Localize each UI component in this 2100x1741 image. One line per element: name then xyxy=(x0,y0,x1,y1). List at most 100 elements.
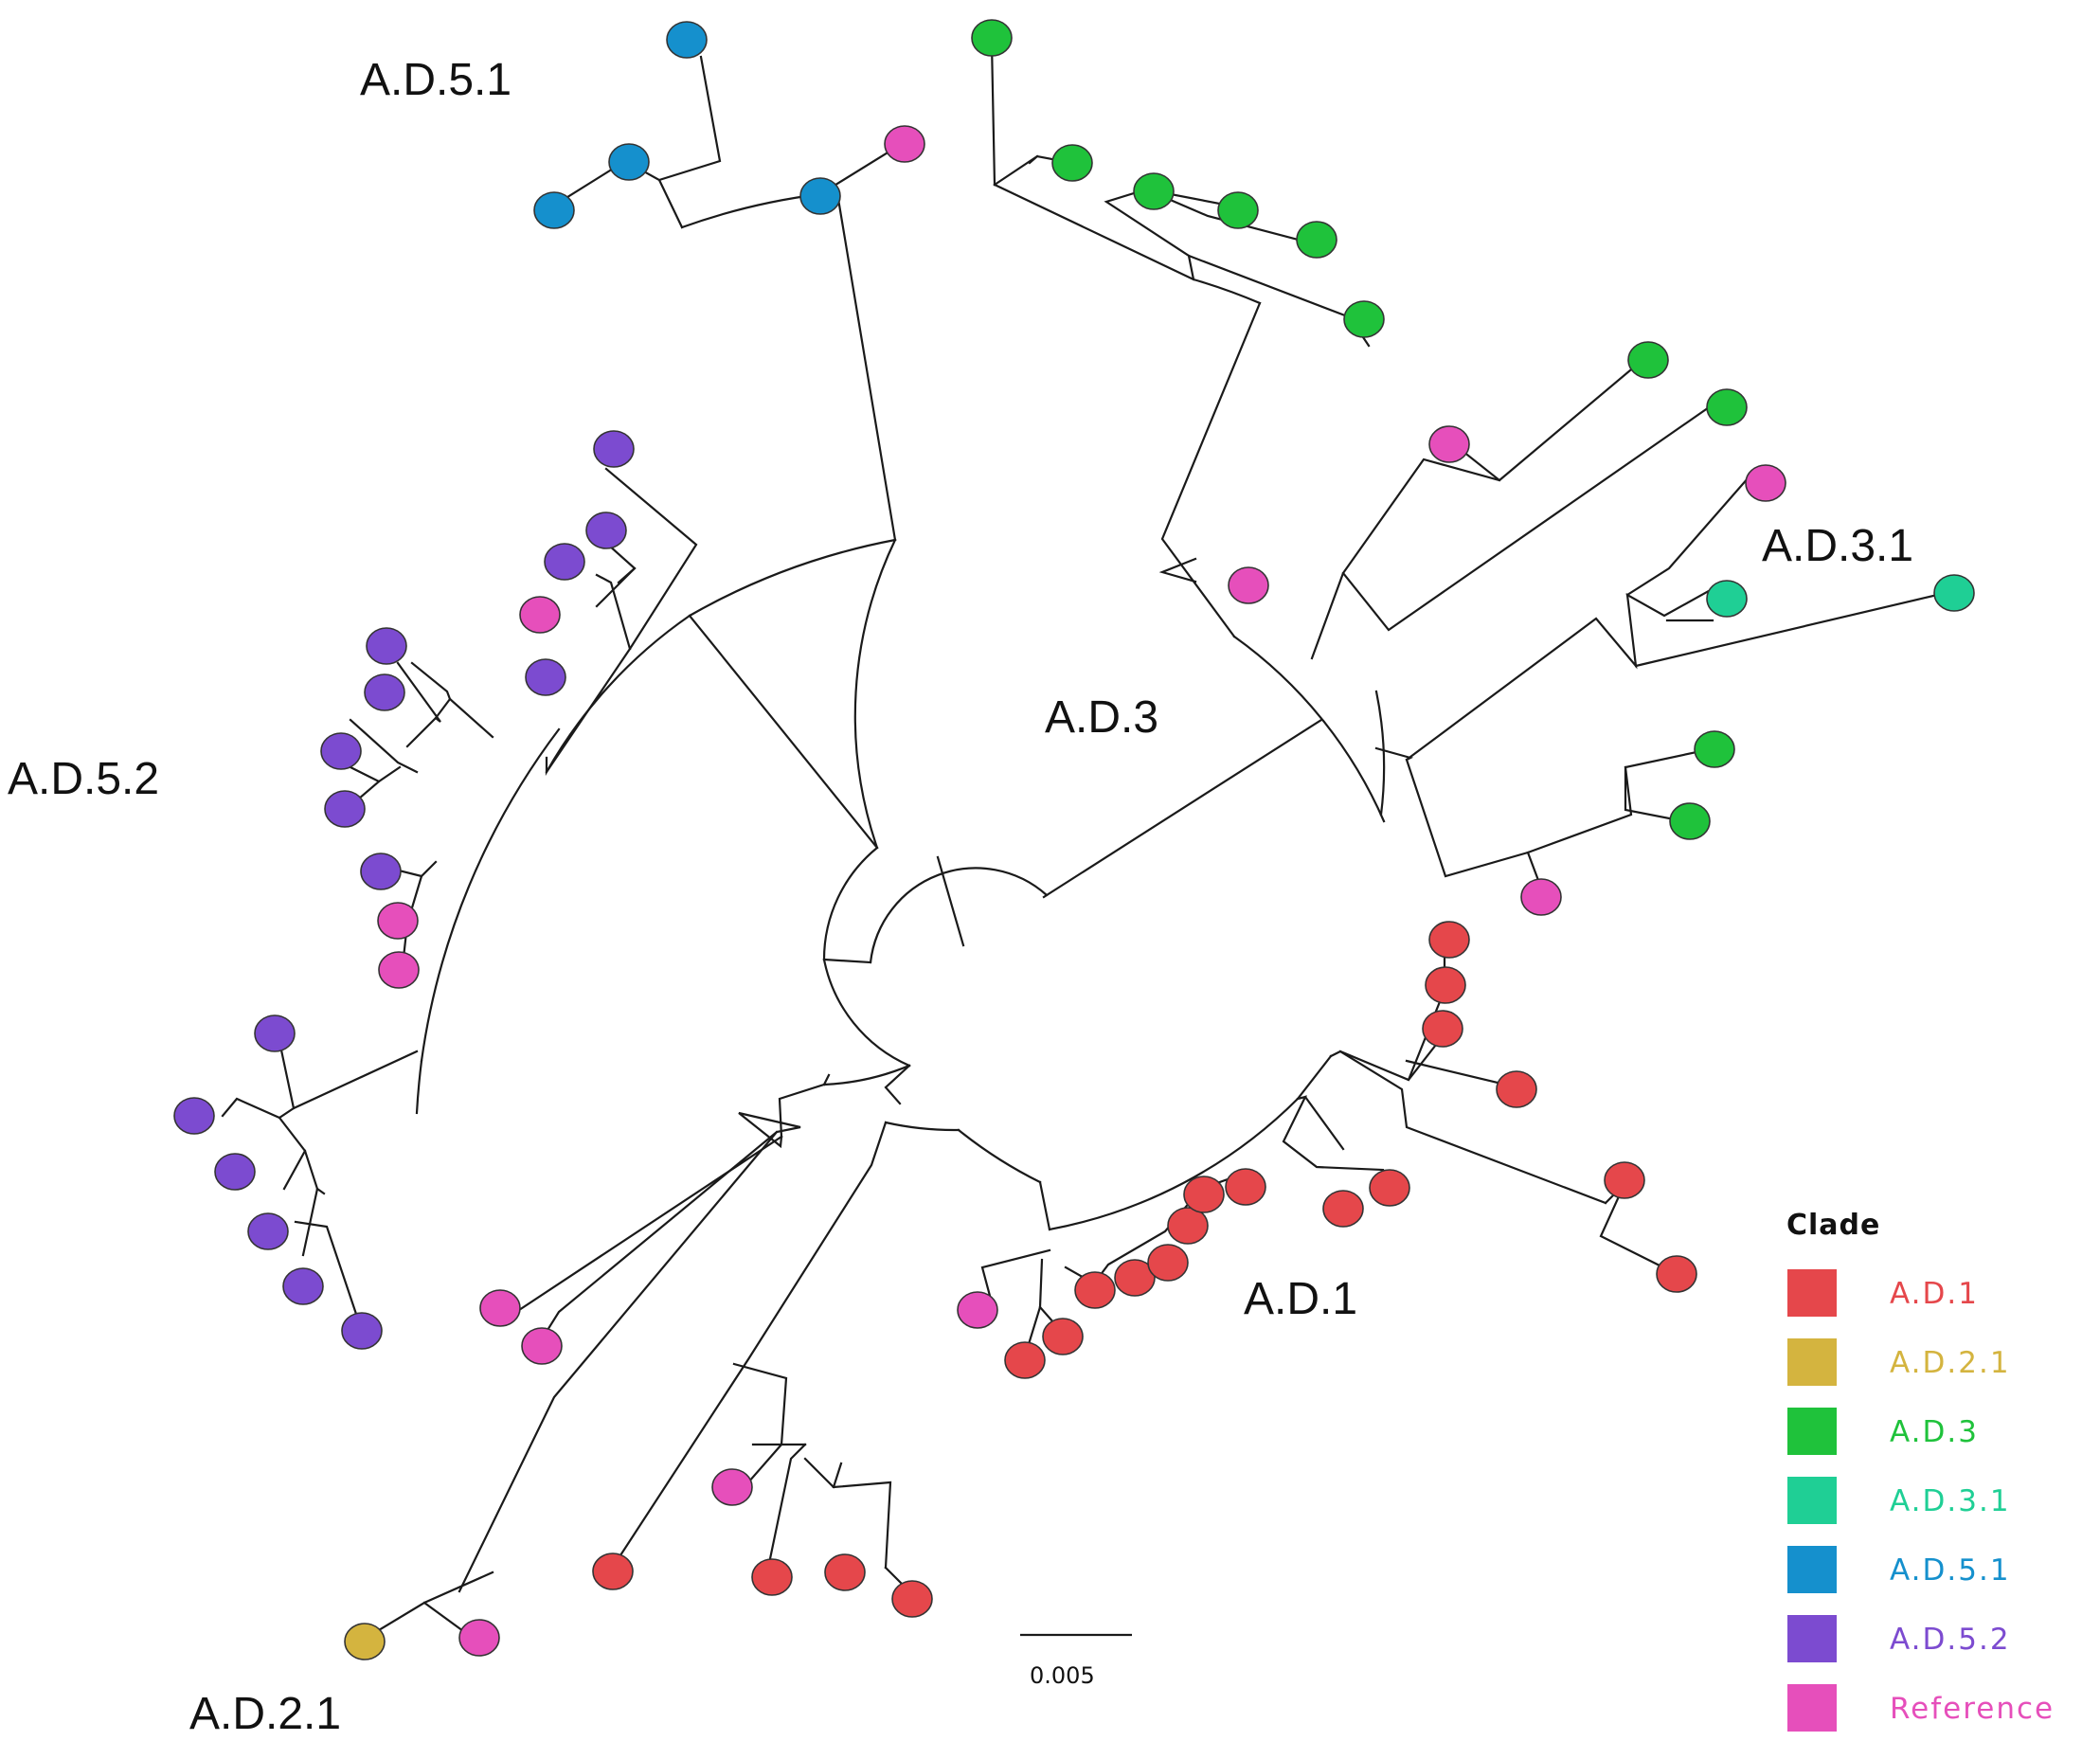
branch xyxy=(595,573,632,651)
leaf-node-a-d-1 xyxy=(891,1580,933,1618)
branch xyxy=(869,867,1049,964)
leaf-node-a-d-3 xyxy=(1694,730,1735,768)
leaf-node-reference xyxy=(1520,878,1562,916)
leaf-node-a-d-1 xyxy=(1225,1168,1266,1206)
legend: Clade A.D.1A.D.2.1A.D.3A.D.3.1A.D.5.1A.D… xyxy=(1786,1209,2055,1732)
leaf-node-a-d-1 xyxy=(1369,1169,1410,1207)
branch xyxy=(778,1064,911,1139)
branch xyxy=(657,55,722,229)
branch xyxy=(732,1362,788,1484)
branch xyxy=(278,1116,307,1191)
branch xyxy=(1282,1095,1385,1172)
leaf-node-reference xyxy=(1745,464,1786,502)
branch xyxy=(1045,718,1323,897)
branch xyxy=(315,1187,326,1195)
leaf-node-reference xyxy=(957,1291,998,1329)
leaf-node-reference xyxy=(1228,566,1269,604)
leaf-node-a-d-5-2 xyxy=(173,1097,215,1135)
leaf-node-a-d-3 xyxy=(1343,300,1385,338)
branch xyxy=(221,1097,296,1120)
branch xyxy=(1048,1054,1333,1231)
branch xyxy=(1310,353,1650,660)
leaf-node-reference xyxy=(377,902,419,940)
leaf-node-a-d-1 xyxy=(1422,1010,1463,1048)
branch xyxy=(884,1121,960,1132)
leaf-node-a-d-1 xyxy=(1656,1255,1697,1293)
leaf-node-a-d-3 xyxy=(1133,172,1175,210)
legend-label-reference: Reference xyxy=(1890,1692,2055,1726)
leaf-node-a-d-1 xyxy=(592,1553,634,1590)
branch xyxy=(993,183,1195,281)
branch xyxy=(990,41,996,187)
leaf-node-a-d-3 xyxy=(1627,341,1669,379)
leaf-node-a-d-1 xyxy=(1428,921,1470,959)
branch xyxy=(832,1462,843,1489)
legend-swatch-a-d-5-1 xyxy=(1787,1546,1837,1593)
clade-label-ad-3: A.D.3 xyxy=(1045,692,1158,743)
leaf-node-a-d-1 xyxy=(751,1558,793,1596)
branch xyxy=(765,1443,807,1574)
branch xyxy=(1232,635,1386,823)
leaf-node-a-d-1 xyxy=(1496,1070,1537,1108)
leaf-node-reference xyxy=(521,1327,563,1365)
branch xyxy=(420,727,561,1063)
leaf-node-a-d-1 xyxy=(1167,1207,1209,1245)
leaf-node-a-d-1 xyxy=(1322,1190,1364,1228)
branch xyxy=(836,197,897,542)
scale-bar-label: 0.005 xyxy=(1030,1662,1095,1689)
clade-label-ad-1: A.D.1 xyxy=(1244,1274,1357,1324)
leaf-node-a-d-3-1 xyxy=(1706,580,1748,618)
branch xyxy=(993,154,1039,187)
leaf-node-reference xyxy=(378,951,420,989)
tree-branches xyxy=(221,41,1951,1641)
legend-swatch-a-d-5-2 xyxy=(1787,1615,1837,1662)
legend-label-a-d-5-2: A.D.5.2 xyxy=(1890,1623,2011,1657)
legend-label-a-d-2-1: A.D.2.1 xyxy=(1890,1346,2011,1380)
branch xyxy=(1329,1026,1451,1082)
branch xyxy=(458,1130,779,1593)
leaf-node-a-d-5-2 xyxy=(364,673,405,711)
tree-leaves xyxy=(173,19,1975,1660)
branch xyxy=(595,566,637,608)
leaf-node-a-d-3 xyxy=(1296,221,1337,259)
branch xyxy=(803,1457,892,1570)
leaf-node-a-d-3 xyxy=(971,19,1013,57)
leaf-node-a-d-5-2 xyxy=(585,512,627,549)
branch xyxy=(349,718,419,774)
leaf-node-a-d-1 xyxy=(1074,1271,1116,1309)
branch xyxy=(1160,301,1262,638)
branch xyxy=(1341,404,1714,632)
branch xyxy=(1303,1095,1345,1151)
leaf-node-reference xyxy=(711,1468,753,1506)
branch xyxy=(604,1121,888,1579)
branch xyxy=(533,1111,801,1352)
leaf-node-a-d-5-2 xyxy=(544,543,585,581)
branch xyxy=(1104,188,1236,258)
legend-swatch-a-d-3-1 xyxy=(1787,1477,1837,1524)
leaf-node-a-d-5-1 xyxy=(608,143,650,181)
leaf-node-a-d-5-2 xyxy=(324,790,366,828)
leaf-node-a-d-1 xyxy=(824,1553,866,1591)
branch xyxy=(884,1064,911,1105)
leaf-node-a-d-5-2 xyxy=(320,732,362,770)
branch xyxy=(688,538,897,618)
scale-bar: 0.005 xyxy=(1020,1633,1132,1689)
clade-label-ad-5-1: A.D.5.1 xyxy=(360,55,512,105)
branch xyxy=(1374,746,1716,878)
branch xyxy=(396,661,452,723)
leaf-node-a-d-3-1 xyxy=(1933,574,1975,612)
leaf-node-a-d-2-1 xyxy=(344,1623,386,1660)
leaf-node-a-d-5-2 xyxy=(525,658,566,696)
branch xyxy=(1374,690,1386,817)
branch xyxy=(415,1059,423,1115)
branch xyxy=(1625,476,1750,597)
leaf-node-reference xyxy=(479,1289,521,1327)
legend-swatch-a-d-2-1 xyxy=(1787,1338,1837,1386)
branch xyxy=(1338,1050,1607,1205)
leaf-node-a-d-1 xyxy=(1604,1161,1645,1199)
leaf-node-a-d-5-2 xyxy=(360,853,402,890)
leaf-node-a-d-1 xyxy=(1425,966,1466,1004)
leaf-node-a-d-5-2 xyxy=(366,627,407,665)
leaf-node-a-d-3 xyxy=(1706,388,1748,426)
leaf-node-a-d-1 xyxy=(1183,1176,1225,1213)
